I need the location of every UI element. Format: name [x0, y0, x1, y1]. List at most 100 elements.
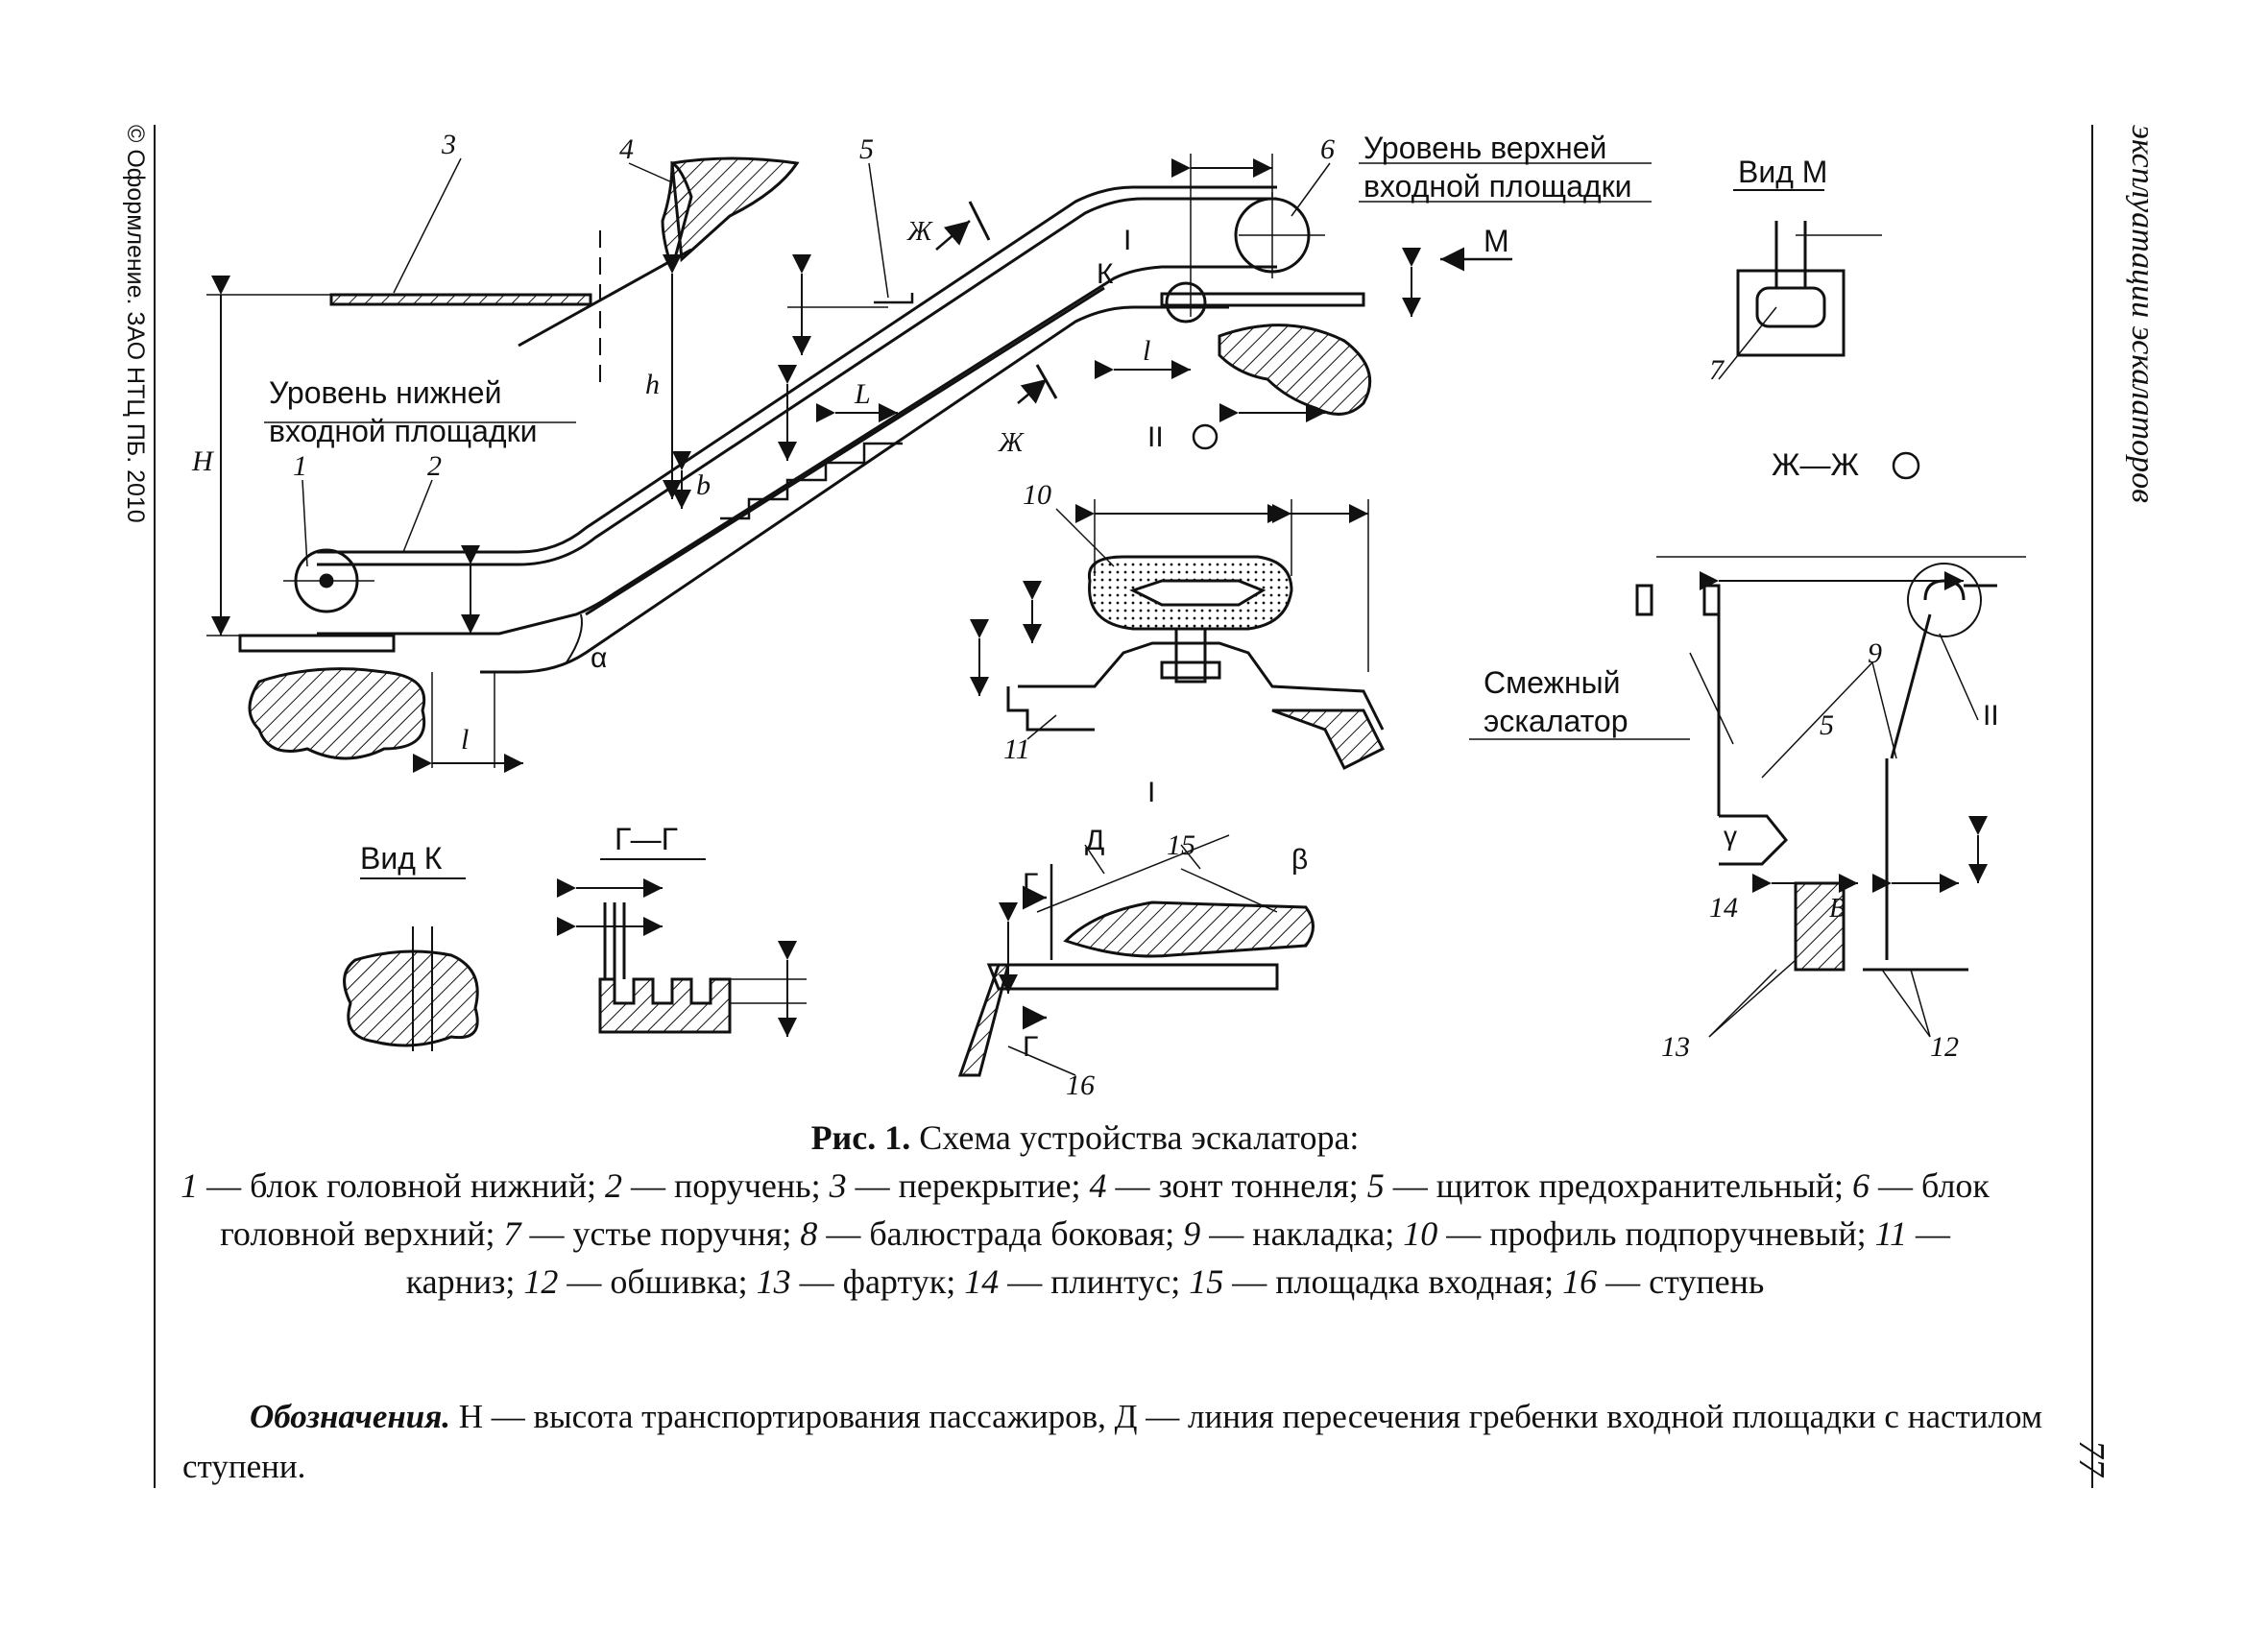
handrail-upper	[317, 185, 1277, 554]
label-L: L	[854, 378, 871, 410]
part-15: 15	[1167, 829, 1195, 861]
legend-text: — плинтус;	[999, 1262, 1190, 1301]
label-D: Д	[1085, 825, 1104, 856]
legend-number: 7	[503, 1214, 521, 1253]
notes-lead: Обозначения.	[250, 1398, 451, 1435]
detail-I-circle	[1165, 281, 1207, 324]
legend-text: — устье поручня;	[520, 1214, 801, 1253]
legend-number: 1	[181, 1166, 199, 1205]
label-level-lower-2: входной площадки	[269, 414, 537, 448]
part-9: 9	[1868, 637, 1882, 669]
label-zh1: Ж	[906, 217, 933, 247]
label-detail-II: II	[1147, 421, 1164, 453]
step-incline	[585, 286, 1105, 616]
legend-text: — зонт тоннеля;	[1106, 1166, 1367, 1205]
label-section-zh: Ж—Ж	[1772, 447, 1860, 482]
legend-number: 8	[800, 1214, 818, 1253]
label-level-upper-1: Уровень верхней	[1363, 131, 1606, 165]
part-2: 2	[427, 450, 442, 482]
label-detail-I-top: I	[1123, 225, 1131, 256]
legend-number: 2	[605, 1166, 623, 1205]
legend-number: 5	[1366, 1166, 1385, 1205]
label-l-bottom: l	[461, 724, 469, 756]
label-alpha: α	[591, 642, 607, 674]
part-7: 7	[1709, 354, 1725, 386]
ceiling-slab	[329, 293, 592, 306]
label-level-upper-2: входной площадки	[1363, 169, 1631, 204]
legend-text: — карниз;	[405, 1214, 1950, 1301]
legend-number: 14	[964, 1262, 1000, 1301]
part-11: 11	[1003, 733, 1030, 765]
label-M: М	[1484, 224, 1509, 258]
label-adjacent-1: Смежный	[1484, 665, 1621, 700]
label-H: H	[191, 445, 215, 477]
left-margin-rule	[154, 125, 156, 1488]
truss-line-2	[317, 265, 1277, 636]
view-m	[1718, 189, 1882, 380]
label-detail-I-bottom: I	[1147, 777, 1155, 808]
section-zh-zh	[1469, 556, 2026, 1038]
caption-title-text: Схема устройства эскалатора:	[910, 1118, 1360, 1157]
legend-number: 16	[1562, 1262, 1598, 1301]
label-B: B	[1829, 894, 1846, 924]
upper-foundation	[1218, 324, 1372, 416]
label-view-k: Вид К	[360, 841, 443, 876]
label-G1: Г	[1023, 868, 1038, 900]
part-1: 1	[293, 450, 307, 482]
legend-number: 12	[523, 1262, 559, 1301]
figure-caption: Рис. 1. Схема устройства эскалатора: 1 —…	[173, 1114, 1997, 1306]
legend-text: — блок головной верхний;	[220, 1166, 1990, 1253]
caption-title: Рис. 1. Схема устройства эскалатора:	[173, 1114, 1997, 1162]
legend-number: 11	[1874, 1214, 1907, 1253]
legend-text: — ступень	[1597, 1262, 1765, 1301]
legend-number: 3	[829, 1166, 847, 1205]
lower-foundation	[248, 667, 425, 760]
part-14: 14	[1709, 892, 1738, 924]
legend-text: — перекрытие;	[846, 1166, 1090, 1205]
part-16: 16	[1066, 1069, 1095, 1101]
label-K: К	[1097, 258, 1114, 290]
legend-text: — поручень;	[622, 1166, 830, 1205]
main-side-view	[206, 154, 1652, 773]
legend-number: 15	[1189, 1262, 1224, 1301]
legend-number: 13	[756, 1262, 791, 1301]
legend-text: — профиль подпоручневый;	[1437, 1214, 1875, 1253]
legend-text: — площадка входная;	[1223, 1262, 1563, 1301]
part-12: 12	[1930, 1031, 1959, 1063]
handrail-lower	[317, 197, 1277, 566]
designations-note: Обозначения. H — высота транспортировани…	[182, 1392, 2055, 1492]
legend-text: — обшивка;	[558, 1262, 757, 1301]
legend-number: 9	[1183, 1214, 1201, 1253]
truss-line	[480, 305, 1229, 674]
step-profile	[720, 442, 903, 520]
upper-landing-plate	[1160, 292, 1365, 307]
label-beta: β	[1291, 844, 1308, 876]
part-4: 4	[619, 133, 634, 165]
label-adjacent-2: эскалатор	[1484, 704, 1628, 738]
section-g-g	[557, 858, 807, 1037]
caption-legend: 1 — блок головной нижний; 2 — поручень; …	[173, 1162, 1997, 1306]
label-h1: h	[645, 369, 660, 400]
label-gamma: γ	[1724, 821, 1737, 851]
legend-number: 4	[1089, 1166, 1107, 1205]
label-zh2: Ж	[998, 428, 1025, 458]
legend-text: — фартук;	[790, 1262, 965, 1301]
legend-text: — щиток предохранительный;	[1384, 1166, 1853, 1205]
part-5: 5	[859, 133, 874, 165]
label-l-top: l	[1143, 335, 1150, 367]
label-b: b	[696, 469, 711, 501]
legend-number: 6	[1852, 1166, 1870, 1205]
part-3: 3	[441, 129, 456, 160]
part-13: 13	[1661, 1031, 1690, 1063]
legend-text: — балюстрада боковая;	[817, 1214, 1184, 1253]
view-k	[343, 877, 479, 1051]
part-6: 6	[1320, 133, 1335, 165]
legend-number: 10	[1403, 1214, 1438, 1253]
label-G2: Г	[1023, 1031, 1038, 1063]
label-section-g: Г—Г	[615, 822, 678, 856]
part-10: 10	[1023, 479, 1051, 511]
caption-lead: Рис. 1.	[810, 1118, 911, 1157]
comb-detail	[957, 834, 1315, 1077]
